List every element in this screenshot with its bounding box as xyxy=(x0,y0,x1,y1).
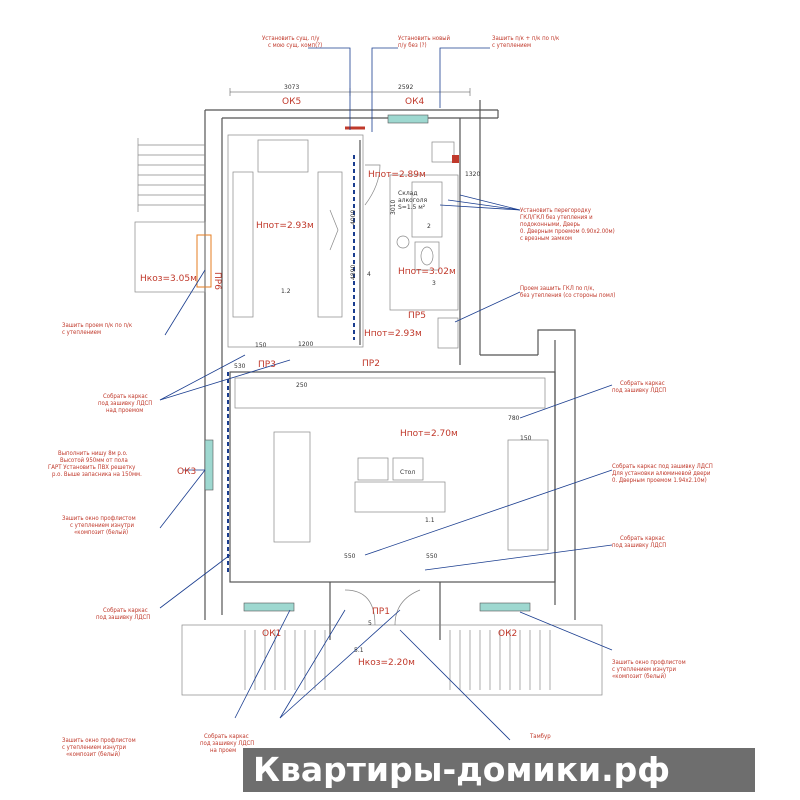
height-main-room: Нпот=2.70м xyxy=(400,429,458,439)
room-number-5-1: 5.1 xyxy=(354,647,364,654)
height-ext-bottom: Нкоз=2.20м xyxy=(358,658,415,668)
label-pr1: ПР1 xyxy=(372,607,390,617)
room-number-1-2: 1.2 xyxy=(281,288,291,295)
label-pr5: ПР5 xyxy=(408,311,426,321)
label-ok4: ОК4 xyxy=(405,97,424,107)
note-bottom-right: Тамбур xyxy=(529,733,551,740)
dim-250: 250 xyxy=(296,382,308,389)
walls xyxy=(134,100,603,696)
dim-150a: 150 xyxy=(255,342,267,349)
height-room-12: Нпот=2.93м xyxy=(256,221,314,231)
room-number-4: 4 xyxy=(367,271,371,278)
label-pr3: ПР3 xyxy=(258,360,276,370)
label-pr6: ПР6 xyxy=(212,272,222,290)
height-ext-left: Нкоз=3.05м xyxy=(140,274,197,284)
height-room-3-bottom: Нпот=3.02м xyxy=(398,267,456,277)
dim-4890: 4890 xyxy=(350,265,357,280)
leader-lines xyxy=(159,47,613,741)
watermark-text: Квартиры-домики.рф xyxy=(253,750,670,789)
dim-530: 530 xyxy=(234,363,246,370)
dim-2592: 2592 xyxy=(398,84,413,91)
label-ok1: ОК1 xyxy=(262,629,281,639)
height-room-4-bottom: Нпот=2.93м xyxy=(364,329,422,339)
watermark-banner: Квартиры-домики.рф xyxy=(243,748,755,792)
dim-550a: 550 xyxy=(344,553,356,560)
room-number-3: 3 xyxy=(432,280,436,287)
label-ok3: ОК3 xyxy=(177,467,196,477)
dim-1320: 1320 xyxy=(465,171,480,178)
label-pr2: ПР2 xyxy=(362,359,380,369)
label-ok5: ОК5 xyxy=(282,97,301,107)
room-number-1-1: 1.1 xyxy=(425,517,435,524)
label-table: Стол xyxy=(400,469,415,476)
room-number-5: 5 xyxy=(368,620,372,627)
note-left-c: Выполнить нишу 8м р.о.Высотой 950мм от п… xyxy=(48,450,142,478)
height-room-3-top: Нпот=2.89м xyxy=(368,170,426,180)
dim-4000: 4000 xyxy=(350,210,357,225)
room-number-2: 2 xyxy=(427,223,431,230)
dim-150b: 150 xyxy=(520,435,532,442)
dim-3010: 3010 xyxy=(390,200,397,215)
dim-780: 780 xyxy=(508,415,520,422)
dim-550b: 550 xyxy=(426,553,438,560)
dim-1200: 1200 xyxy=(298,341,313,348)
dim-3073: 3073 xyxy=(284,84,299,91)
label-ok2: ОК2 xyxy=(498,629,517,639)
note-opening: Проем зашить ГКЛ по п/к,без утепления (с… xyxy=(520,285,615,299)
